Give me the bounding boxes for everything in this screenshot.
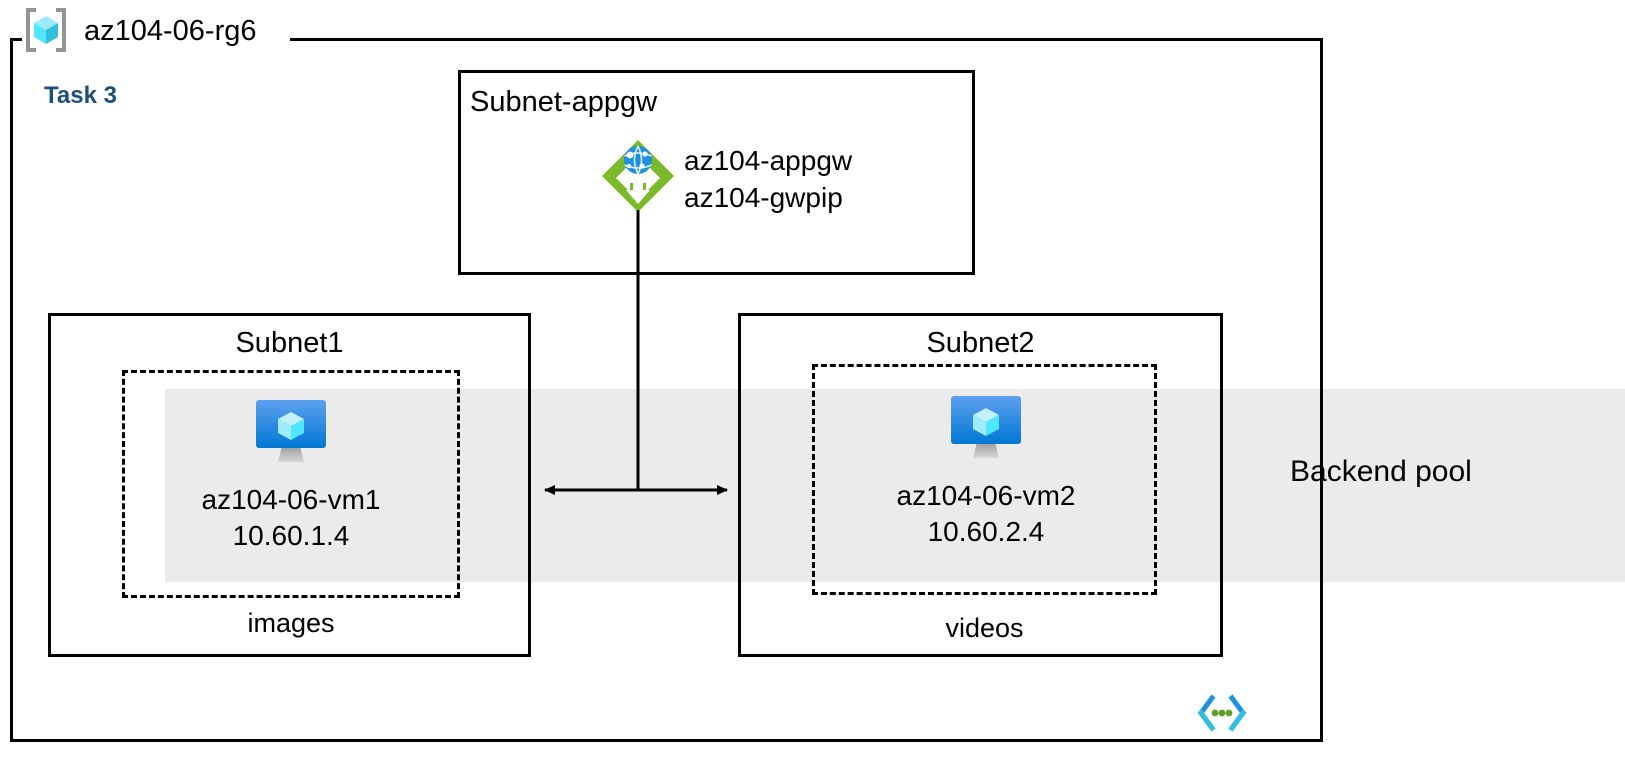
subnet2-nic-label: videos — [945, 613, 1024, 643]
subnet1-title: Subnet1 — [235, 327, 344, 359]
subnet2-nic-boundary — [812, 364, 1157, 595]
subnet2-title: Subnet2 — [926, 327, 1035, 359]
subnet1-nic-boundary — [122, 370, 460, 598]
subnet2-container — [738, 313, 1223, 657]
code-brackets-icon — [1197, 694, 1247, 732]
task-label: Task 3 — [44, 82, 117, 109]
appgw-name-label: az104-appgw — [684, 145, 853, 176]
vm2-node: az104-06-vm2 10.60.2.4 — [855, 392, 1117, 550]
vm1-ip: 10.60.1.4 — [232, 520, 350, 551]
resource-group-title-notch — [22, 26, 290, 52]
subnet-appgw-title: Subnet-appgw — [470, 86, 658, 118]
application-gateway-icon — [602, 140, 674, 212]
appgw-pip-label: az104-gwpip — [684, 182, 843, 213]
resource-group-icon — [26, 8, 66, 52]
subnet-appgw-container — [458, 70, 975, 275]
vm1-name: az104-06-vm1 — [201, 484, 381, 515]
virtual-machine-icon — [951, 396, 1021, 458]
backend-pool-band — [165, 389, 1625, 582]
resource-group-container — [10, 38, 1323, 742]
vm2-name: az104-06-vm2 — [896, 480, 1076, 511]
appgw-labels: az104-appgw az104-gwpip — [684, 142, 852, 216]
subnet1-container — [48, 313, 531, 657]
resource-group-title: az104-06-rg6 — [84, 15, 257, 47]
subnet1-nic-label: images — [247, 608, 335, 638]
virtual-machine-icon — [256, 400, 326, 462]
vm2-ip: 10.60.2.4 — [927, 516, 1045, 547]
vm1-node: az104-06-vm1 10.60.1.4 — [160, 396, 422, 554]
